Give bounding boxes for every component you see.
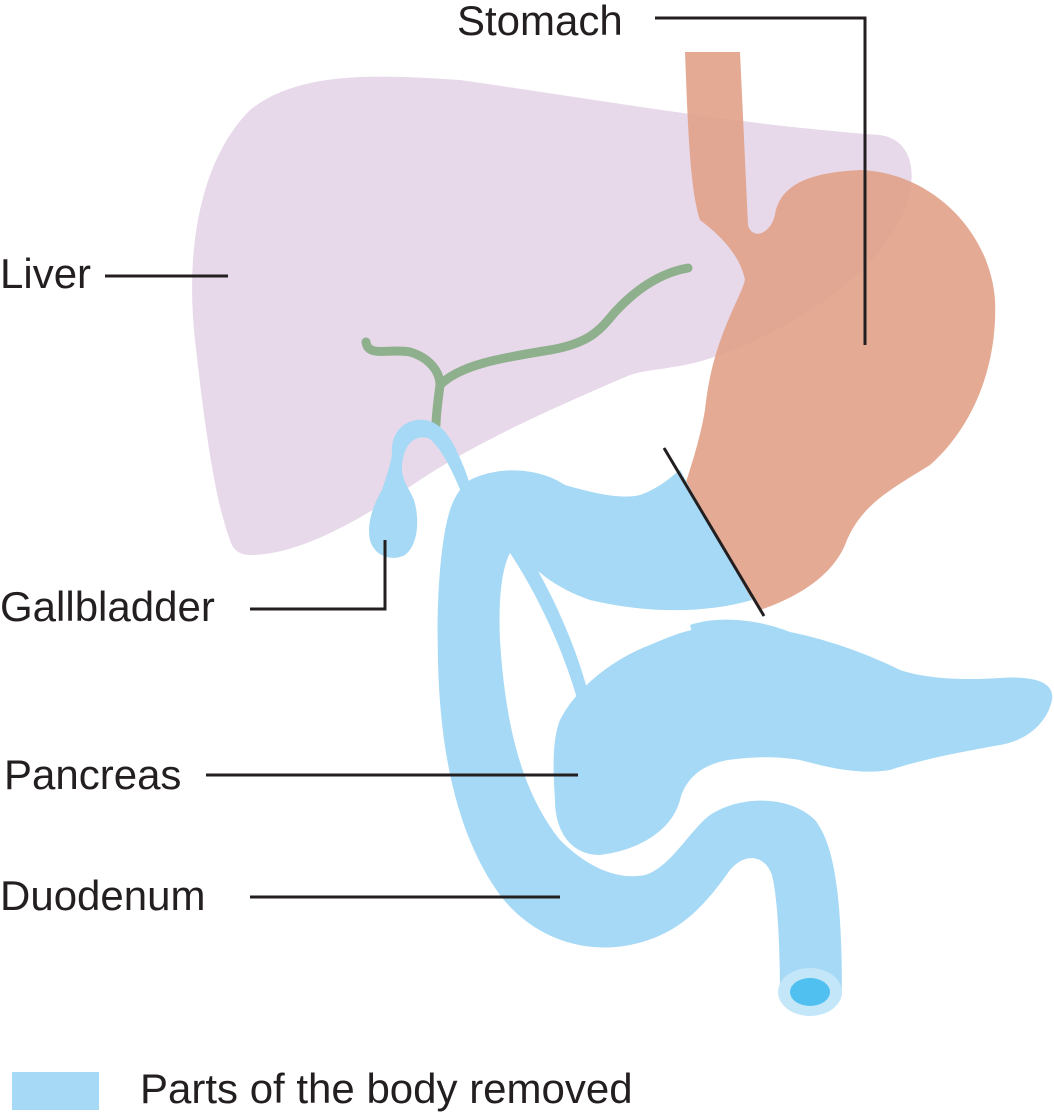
bile-duct-branch bbox=[435, 263, 693, 390]
pancreas-label: Pancreas bbox=[4, 751, 182, 798]
stomach-shape bbox=[680, 52, 996, 610]
duodenum-label: Duodenum bbox=[0, 872, 206, 919]
bile-duct bbox=[361, 337, 445, 430]
gallbladder-shape bbox=[369, 419, 472, 558]
stomach-lower-leader bbox=[662, 447, 766, 617]
legend-label: Parts of the body removed bbox=[140, 1065, 633, 1112]
stomach-leader bbox=[655, 16, 867, 345]
removed-parts bbox=[369, 419, 1053, 1016]
legend-swatch bbox=[12, 1072, 99, 1110]
pancreas-head bbox=[553, 628, 728, 855]
liver-label: Liver bbox=[0, 250, 92, 297]
pancreatic-duct bbox=[508, 540, 590, 702]
pancreas-body bbox=[690, 619, 1053, 772]
gallbladder-label: Gallbladder bbox=[0, 583, 215, 630]
stomach-label: Stomach bbox=[457, 0, 623, 44]
duodenum-shape bbox=[437, 470, 842, 995]
leader-lines bbox=[105, 16, 867, 899]
gallbladder-leader bbox=[250, 540, 387, 611]
intestine-opening bbox=[790, 978, 830, 1006]
